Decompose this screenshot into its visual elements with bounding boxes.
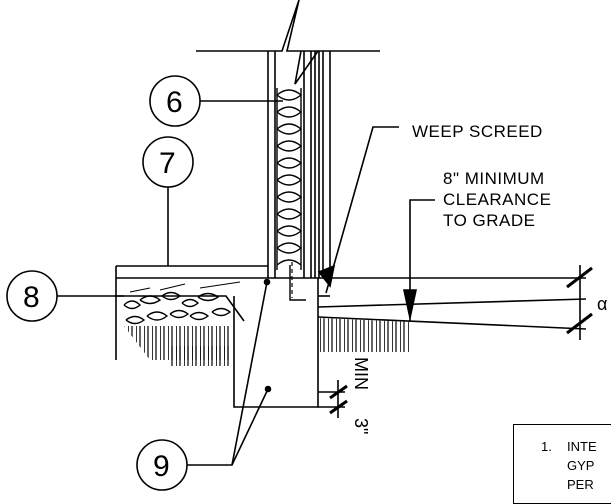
note-1-line-2: GYP — [567, 458, 595, 473]
note-1-line-1: INTE — [567, 439, 597, 454]
note-1-number: 1. — [541, 439, 552, 454]
general-notes-box — [513, 424, 611, 504]
note-1-line-3: PER — [567, 477, 594, 492]
wall-break-line — [196, 0, 380, 85]
callout-9 — [136, 281, 269, 491]
wall-stud-lines — [267, 51, 331, 278]
min-label: MIN — [351, 357, 371, 390]
concrete-footing — [233, 262, 587, 408]
three-inch-label: 3" — [351, 418, 371, 434]
clearance-label-line2: CLEARANCE — [443, 190, 551, 209]
weep-screed-leader — [317, 126, 399, 294]
callout-6 — [149, 75, 283, 127]
weep-screed-label: WEEP SCREED — [412, 122, 543, 141]
alpha-dimension-label: α — [597, 294, 607, 314]
batt-insulation — [275, 88, 303, 270]
callout-6-number: 6 — [166, 86, 183, 119]
clearance-label-line3: TO GRADE — [443, 211, 535, 230]
callout-8-number: 8 — [23, 281, 40, 314]
alpha-dimension — [566, 265, 593, 340]
clearance-label-line1: 8" MINIMUM — [443, 169, 545, 188]
callout-7-number: 7 — [159, 147, 176, 180]
clearance-leader — [403, 199, 435, 322]
gravel-fill — [123, 291, 232, 325]
callout-8 — [6, 270, 124, 322]
callout-9-number: 9 — [153, 450, 170, 483]
earth-hatch — [124, 318, 410, 366]
callout-7 — [142, 136, 194, 266]
min-dimension — [318, 380, 348, 418]
